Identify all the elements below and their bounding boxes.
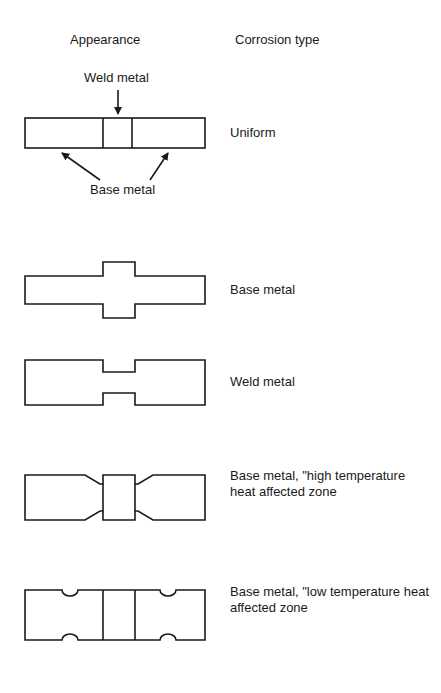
base-corroded-specimen [25, 262, 205, 318]
corrosion-type: Base metal, "low temperature heat affect… [230, 584, 430, 616]
corrosion-type: Weld metal [230, 374, 295, 390]
corrosion-type: Uniform [230, 125, 276, 141]
low-haz-specimen [25, 590, 205, 640]
leader-arrow [62, 153, 100, 180]
leader-arrow [150, 153, 168, 180]
column-heading: Appearance [70, 32, 140, 48]
corrosion-type: Base metal [230, 282, 295, 298]
uniform-specimen [25, 118, 205, 148]
part-label: Weld metal [84, 70, 149, 86]
part-label: Base metal [90, 182, 155, 198]
corrosion-type: Base metal, "high temperature heat affec… [230, 468, 430, 500]
leader-arrow [117, 90, 119, 114]
weld-corroded-specimen [25, 360, 205, 405]
high-haz-specimen [25, 475, 205, 520]
column-heading: Corrosion type [235, 32, 320, 48]
